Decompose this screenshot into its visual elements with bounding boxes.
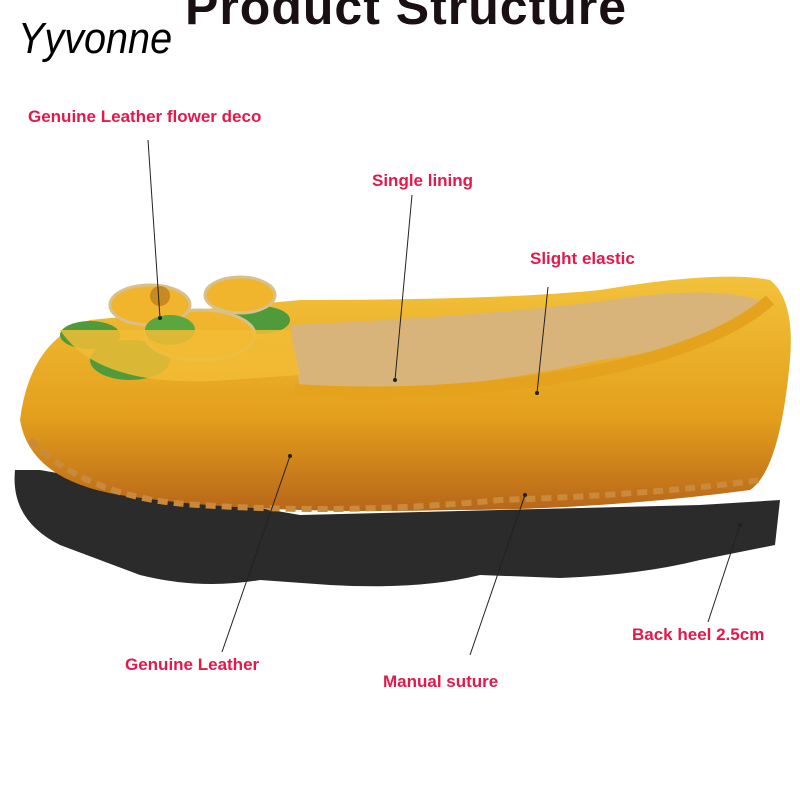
leader-suture <box>469 494 526 656</box>
page-title: Product Structure <box>185 0 628 35</box>
stitch-edge <box>27 437 761 512</box>
leader-elastic <box>536 286 549 394</box>
label-manual-suture: Manual suture <box>383 672 499 691</box>
leader-heel <box>707 524 741 623</box>
leader-lines <box>147 139 741 656</box>
collar <box>294 295 775 399</box>
leader-leather <box>221 455 291 653</box>
label-back-heel: Back heel 2.5cm <box>632 625 765 644</box>
flower-deco <box>60 275 300 382</box>
leader-flower <box>147 139 161 319</box>
label-single-lining: Single lining <box>372 171 474 190</box>
lining <box>290 292 760 391</box>
label-slight-elastic: Slight elastic <box>530 249 635 268</box>
brand-watermark: Yyvonne <box>18 14 173 63</box>
leader-lining <box>394 194 413 381</box>
label-flower-deco: Genuine Leather flower deco <box>28 107 262 126</box>
label-genuine-leather: Genuine Leather <box>125 655 260 674</box>
